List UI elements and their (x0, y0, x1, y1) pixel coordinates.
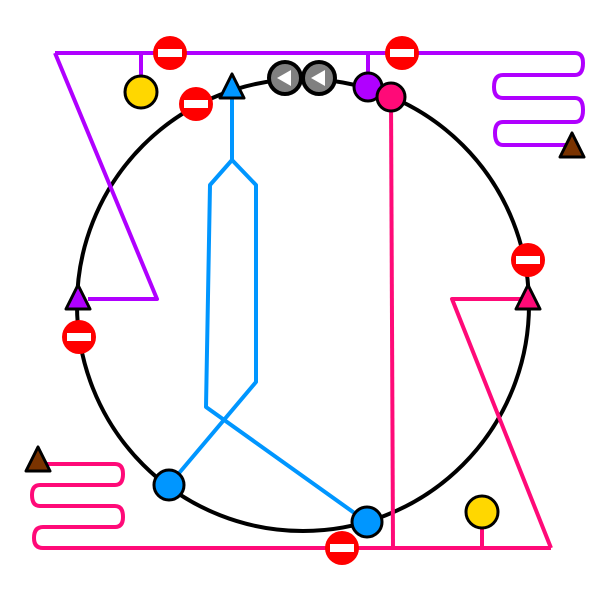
yellow-station[interactable] (123, 74, 159, 110)
main-loop-track (75, 77, 531, 533)
stop-sign-icon[interactable] (385, 36, 419, 70)
stop-sign-icon[interactable] (179, 87, 213, 121)
brown-triangle-end[interactable] (558, 131, 586, 159)
blue-track (167, 90, 369, 524)
yellow-station[interactable] (464, 494, 500, 530)
brown-triangle-end[interactable] (24, 445, 52, 473)
pink-track (30, 96, 553, 550)
blue-station[interactable] (350, 505, 384, 539)
purple-track (53, 51, 585, 301)
stop-sign-icon[interactable] (325, 531, 359, 565)
reverse-switch[interactable] (301, 60, 337, 96)
arrow-left-icon (277, 70, 291, 86)
stop-sign-icon[interactable] (153, 36, 187, 70)
pink-triangle-start[interactable] (514, 283, 542, 311)
stop-sign-icon[interactable] (62, 320, 96, 354)
pink-station[interactable] (375, 81, 407, 113)
blue-triangle-start[interactable] (218, 72, 246, 100)
stop-sign-icon[interactable] (511, 243, 545, 277)
blue-station[interactable] (152, 468, 186, 502)
purple-triangle-start[interactable] (64, 283, 92, 311)
reverse-switch[interactable] (267, 60, 303, 96)
arrow-left-icon (311, 70, 325, 86)
